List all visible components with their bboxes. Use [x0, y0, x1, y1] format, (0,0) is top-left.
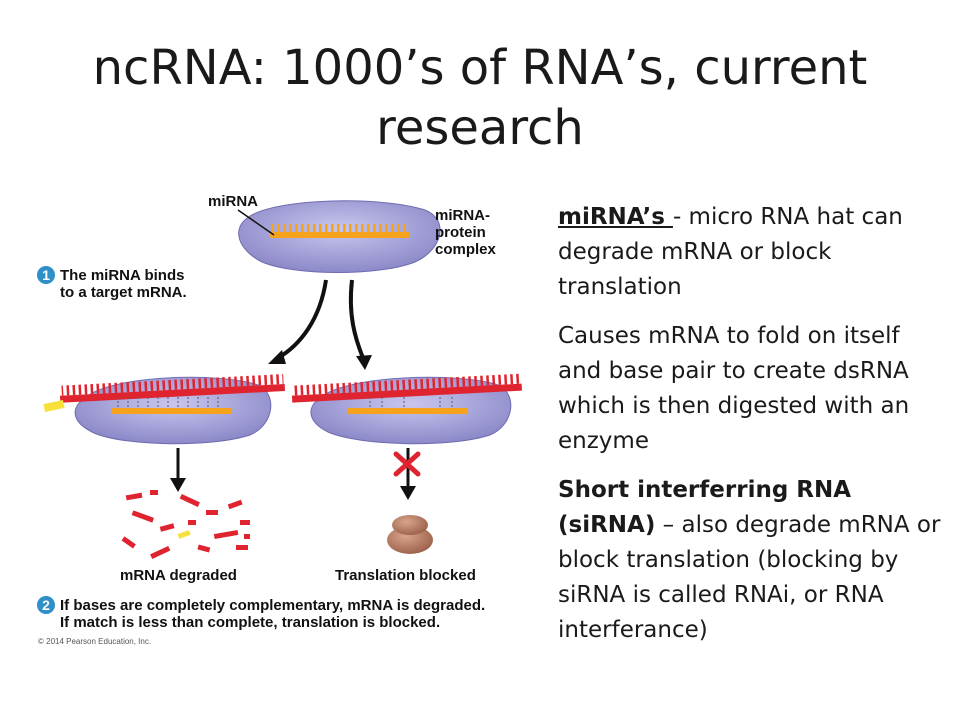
label-mrna-degraded: mRNA degraded	[120, 567, 237, 584]
mirna-left	[112, 408, 232, 414]
label-complex-1: miRNA-	[435, 207, 490, 224]
mirna-diagram: miRNA miRNA- protein complex 1 The miRNA…	[30, 180, 535, 650]
bullet-list: miRNA’s - micro RNA hat can degrade mRNA…	[558, 200, 950, 662]
label-complex-2: protein	[435, 224, 486, 241]
label-complex-3: complex	[435, 241, 497, 258]
mirna-strand-top	[270, 232, 410, 238]
copyright-note: © 2014 Pearson Education, Inc.	[38, 637, 151, 646]
ribosome-icon	[387, 515, 433, 554]
step-2-line-2: If match is less than complete, translat…	[60, 614, 440, 631]
bullet-sirna: Short interferring RNA (siRNA) – also de…	[558, 473, 950, 648]
title-line-1: ncRNA: 1000’s of RNA’s, current	[92, 40, 868, 96]
bullet-mirna: miRNA’s - micro RNA hat can degrade mRNA…	[558, 200, 950, 305]
mrna-right	[291, 383, 522, 403]
label-translation-blocked: Translation blocked	[335, 567, 476, 584]
title-line-2: research	[376, 100, 584, 156]
bullet-dsrna-text: Causes mRNA to fold on itself and base p…	[558, 323, 910, 454]
slide-title: ncRNA: 1000’s of RNA’s, current research	[0, 38, 960, 158]
cross-icon	[393, 451, 421, 477]
bullet-mirna-term: miRNA’s	[558, 204, 673, 230]
bullet-dsrna: Causes mRNA to fold on itself and base p…	[558, 319, 950, 459]
mrna-left	[59, 383, 285, 403]
mrna-fragments	[121, 490, 250, 559]
mrna-cap-left	[43, 400, 65, 412]
label-mirna: miRNA	[208, 193, 258, 210]
step-2-badge	[37, 596, 55, 614]
step-1-line-2: to a target mRNA.	[60, 284, 187, 301]
bullet-mirna-text: - micro RNA hat can degrade mRNA or bloc…	[558, 204, 903, 300]
bullet-sirna-term: Short interferring RNA (siRNA)	[558, 477, 852, 538]
step-1-number: 1	[42, 267, 50, 283]
step-2-line-1: If bases are completely complementary, m…	[60, 597, 485, 614]
bullet-sirna-text: – also degrade mRNA or block translation…	[558, 512, 941, 643]
mirna-diagram-svg: miRNA miRNA- protein complex 1 The miRNA…	[37, 193, 522, 646]
step-1-badge	[37, 266, 55, 284]
step-2-number: 2	[42, 597, 50, 613]
arrow-left	[276, 279, 328, 360]
mirna-right	[348, 408, 468, 414]
step-1-line-1: The miRNA binds	[60, 267, 184, 284]
arrow-right	[348, 279, 365, 359]
